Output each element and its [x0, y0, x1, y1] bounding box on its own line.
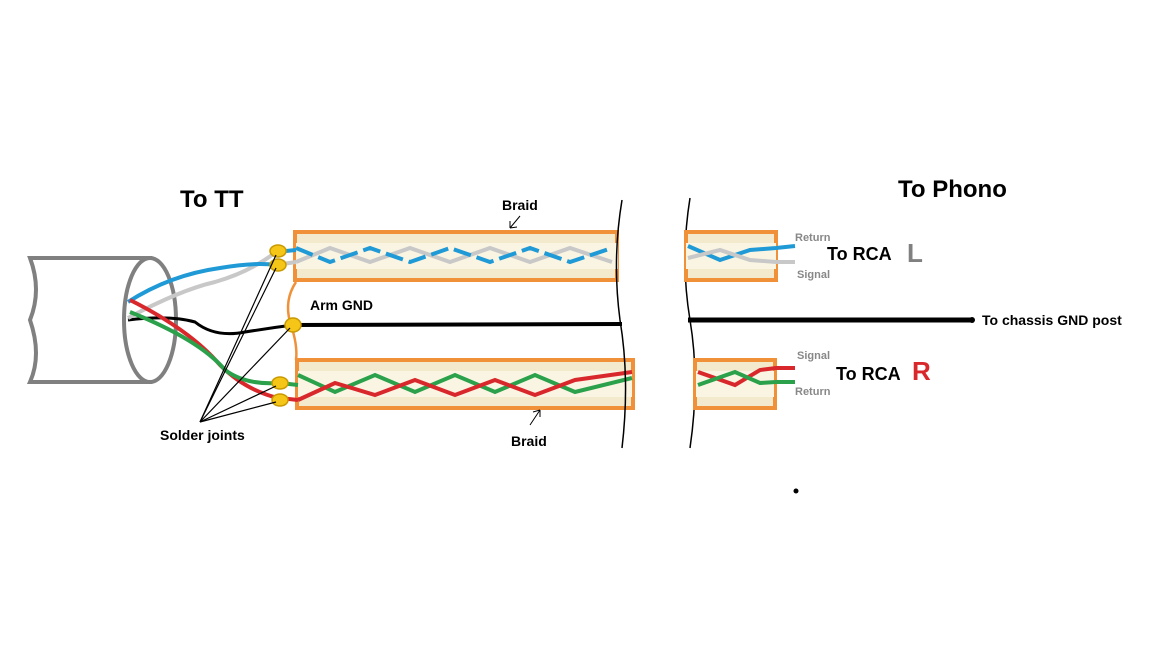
- label-letter-r: R: [912, 356, 931, 386]
- bottom-shielded-cable: [295, 358, 635, 410]
- bottom-cable-end: [693, 358, 795, 410]
- label-to-rca-left: To RCA: [827, 244, 892, 264]
- stray-mark: [793, 488, 799, 494]
- label-to-chassis: To chassis GND post: [982, 312, 1122, 328]
- label-to-tt: To TT: [180, 186, 244, 213]
- label-letter-l: L: [907, 238, 923, 268]
- label-return-top: Return: [795, 232, 831, 244]
- label-to-rca-right: To RCA: [836, 364, 901, 384]
- arm-ground-wire: [127, 316, 975, 336]
- solder-joint: [269, 244, 287, 258]
- label-signal-bottom: Signal: [797, 350, 830, 362]
- top-cable-end: [684, 230, 796, 282]
- label-return-bottom: Return: [795, 386, 831, 398]
- solder-joint: [271, 393, 289, 407]
- braid-arrows: [509, 215, 541, 426]
- tonearm-plug: [26, 256, 178, 384]
- solder-joint-pointers: [199, 254, 291, 423]
- solder-joint: [269, 258, 287, 272]
- label-braid-top: Braid: [502, 197, 538, 213]
- label-arm-gnd: Arm GND: [310, 297, 373, 313]
- top-shielded-cable: [293, 230, 619, 282]
- label-signal-top: Signal: [797, 269, 830, 281]
- label-braid-bottom: Braid: [511, 433, 547, 449]
- label-to-phono: To Phono: [898, 176, 1007, 203]
- label-solder-joints: Solder joints: [160, 427, 245, 443]
- cable-break-marks: [615, 197, 696, 449]
